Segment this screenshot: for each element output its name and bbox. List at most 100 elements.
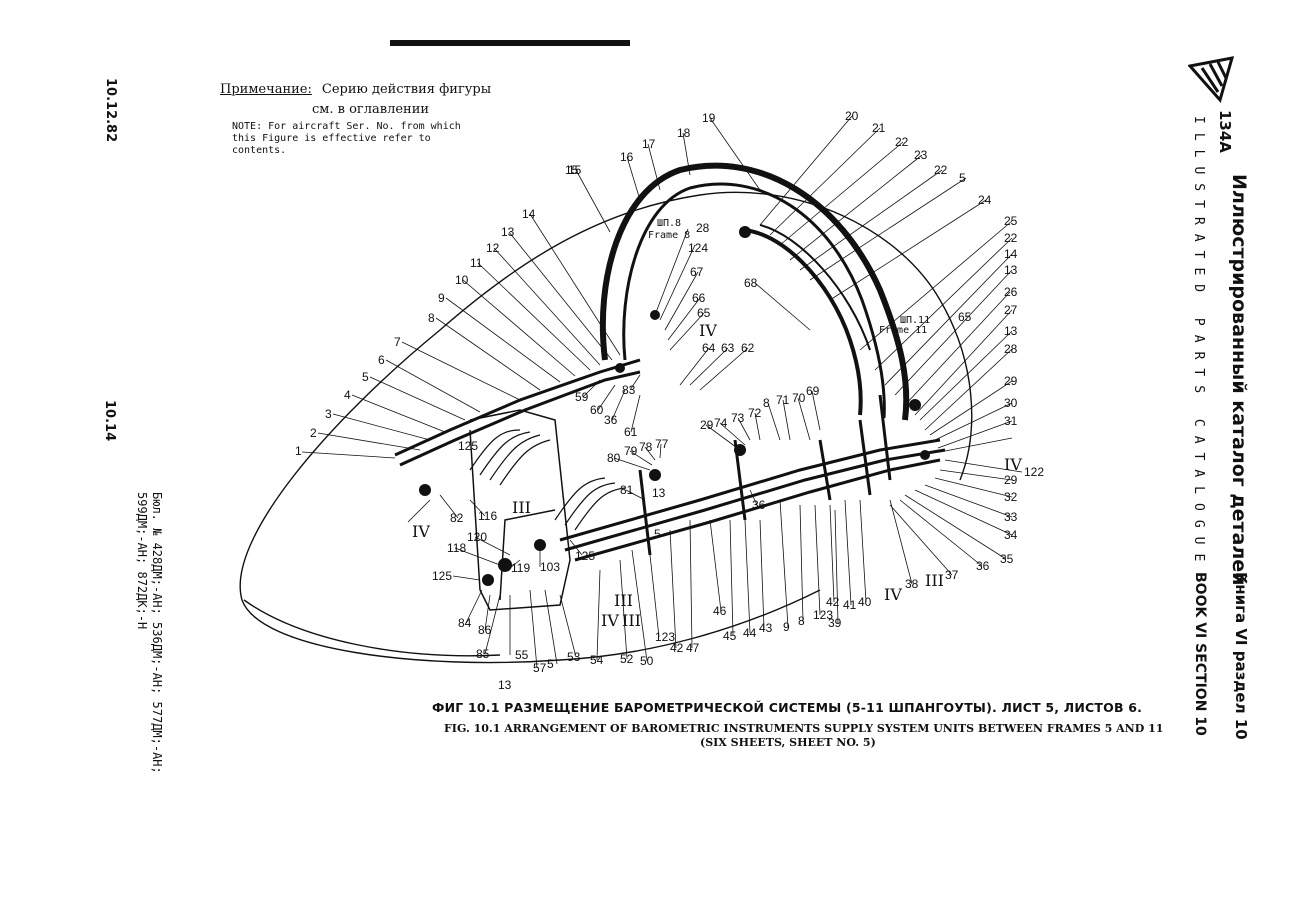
callout-number: 84 [458,616,472,630]
callout-number: 39 [828,616,842,630]
callout-number: 78 [639,440,653,454]
callout-number: 74 [714,416,728,430]
pressure-lines [394,358,946,562]
callout-number: 65 [958,310,972,324]
callout-number: 22 [1004,231,1018,245]
callout-number: 86 [478,623,492,637]
callout-number: 14 [1004,247,1018,261]
callout-number: 59 [575,390,589,404]
note-en-text: For aircraft Ser. No. from which this Fi… [232,121,461,156]
callout-number: 13 [501,225,515,239]
callout-number: 5 [547,657,554,671]
frame8-label-en: Frame 8 [648,230,690,241]
callout-number: 52 [620,652,634,666]
callout-number: 13 [1004,263,1018,277]
roman-marker: III [512,498,531,517]
callout-number: 124 [688,241,708,255]
callout-number: 40 [858,595,872,609]
callout-number: 21 [872,121,886,135]
callout-number: 85 [476,647,490,661]
callout-number: 66 [692,291,706,305]
callout-number: 15 [568,163,582,177]
callout-number: 47 [686,641,700,655]
figure-caption-en-line2: (SIX SHEETS, SHEET NO. 5) [700,736,876,749]
callout-number: 6 [378,353,385,367]
callout-number: 79 [624,444,638,458]
callout-number: 13 [652,486,666,500]
callout-number: 23 [914,148,928,162]
callout-number: 71 [776,393,790,407]
callout-number: 22 [895,135,909,149]
callout-number: 63 [721,341,735,355]
callout-number: 65 [697,306,711,320]
callout-number: 1 [295,444,302,458]
callout-number: 125 [432,569,452,583]
callout-number: 67 [690,265,704,279]
note-ru-label: Примечание: [220,82,312,97]
callout-number: 12 [486,241,500,255]
note-english: NOTE:For aircraft Ser. No. from which th… [232,121,472,157]
callout-number: 123 [813,608,833,622]
roman-marker: III [925,571,944,590]
callout-number: 32 [1004,490,1018,504]
roman-marker: IV [699,321,717,340]
callout-number: 3 [325,407,332,421]
callout-number: 35 [1000,552,1014,566]
callout-number: 29 [1004,374,1018,388]
top-rule [390,40,630,46]
callout-number: 17 [642,137,656,151]
leader-lines [301,115,1023,669]
figure-caption-ru: ФИГ 10.1 РАЗМЕЩЕНИЕ БАРОМЕТРИЧЕСКОЙ СИСТ… [432,700,1143,715]
callout-number: 54 [590,653,604,667]
callout-number: 13 [498,678,512,692]
callout-number: 62 [741,341,755,355]
callout-number: 15 [565,163,579,177]
note-ru-line2: см. в оглавлении [312,102,430,117]
callout-number: 116 [478,509,497,523]
callout-number: 123 [655,630,675,644]
roman-marker: IV [1004,455,1022,474]
callout-number: 50 [640,654,654,668]
note-russian: Примечание: Серию действия фигуры см. в о… [220,80,491,120]
callout-number: 10 [455,273,469,287]
callout-number: 33 [1004,510,1018,524]
callout-number: 5 [362,370,369,384]
callout-number: 70 [792,391,806,405]
callout-number: 42 [826,595,840,609]
roman-marker: IV [412,522,430,541]
callout-number: 34 [1004,528,1018,542]
callout-number: 2 [310,426,317,440]
callout-number: 119 [511,561,530,575]
callout-number: 4 [344,388,351,402]
callout-number: 77 [655,437,669,451]
callout-number: 61 [624,425,638,439]
callout-number: 41 [843,598,857,612]
note-ru-line1: Серию действия фигуры [321,82,492,97]
roman-marker: III [622,611,641,630]
callout-number: 25 [1004,214,1018,228]
callout-number: 68 [744,276,758,290]
callout-number: 42 [670,641,684,655]
callout-number: 38 [905,577,919,591]
callout-number: 44 [743,626,757,640]
callout-number: 53 [567,650,581,664]
callout-number: 29 [1004,473,1018,487]
callout-number: 7 [394,335,401,349]
callout-number: 8 [428,311,435,325]
callout-number: 56 [0,0,14,3]
callout-number: 80 [607,451,621,465]
frame-rings [599,162,910,421]
callout-number: 46 [713,604,727,618]
callout-number: 64 [702,341,716,355]
callout-number: 27 [1004,303,1018,317]
frame11-label-ru: ШП.11 [900,315,930,326]
roman-marker: III [614,591,633,610]
callout-number: 60 [590,403,604,417]
fuselage-outline [239,191,973,664]
callout-number: 26 [1004,285,1018,299]
callout-number: 19 [702,111,716,125]
callout-number: 36 [976,559,990,573]
callout-number: 20 [845,109,859,123]
callout-number: 9 [783,620,790,634]
callout-number: 16 [620,150,634,164]
